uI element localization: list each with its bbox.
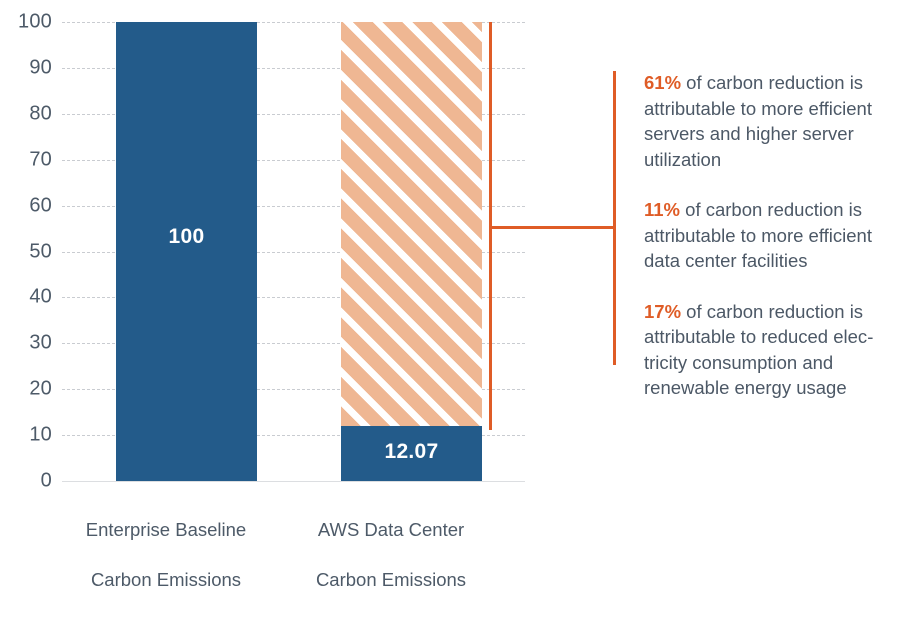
y-tick-0: 0 [40,469,52,492]
x-label-enterprise-baseline: Enterprise Baseline Carbon Emissions [46,492,286,617]
bar-value-enterprise-baseline: 100 [168,225,205,248]
gridline-50 [62,251,525,253]
gridline-20 [62,389,525,391]
gridline-80 [62,113,525,115]
x-label-aws-data-center-line2: Carbon Emissions [315,569,467,590]
y-tick-30: 30 [29,331,52,354]
bar-aws-data-center[interactable]: 12.07 [341,425,482,481]
x-axis-labels: Enterprise Baseline Carbon Emissions AWS… [0,492,919,590]
gridline-60 [62,205,525,207]
bar-value-aws-data-center: 12.07 [384,439,439,463]
y-tick-20: 20 [29,377,52,400]
gridline-90 [62,67,525,69]
gridline-70 [62,159,525,161]
gridline-40 [62,297,525,299]
y-tick-90: 90 [29,56,52,79]
x-label-aws-data-center: AWS Data Center Carbon Emissions [271,492,511,617]
x-label-enterprise-baseline-line2: Carbon Emissions [90,569,242,590]
callout-notes: 61% of carbon reduction is attributable … [644,70,906,401]
y-axis-labels: 100 90 80 70 60 50 40 30 20 10 0 [0,11,52,492]
callout-bracket-right [613,71,616,365]
y-tick-70: 70 [29,148,52,171]
callout-note-2-text: of carbon reduction is attributable to m… [644,199,872,271]
bar-enterprise-baseline[interactable]: 100 [116,22,257,481]
callout-note-3-text: of carbon reduction is attributable to r… [644,300,874,399]
callout-note-2: 11% of carbon reduction is attributable … [644,197,906,274]
y-tick-40: 40 [29,285,52,308]
x-label-enterprise-baseline-line1: Enterprise Baseline [85,519,247,540]
bar-aws-carbon-reduction-hatched[interactable] [341,22,482,426]
callout-note-1-text: of carbon reduction is attributable to m… [644,72,872,170]
callout-note-2-percent: 11% [644,199,681,220]
x-label-aws-data-center-line1: AWS Data Center [317,519,465,540]
callout-note-1-percent: 61% [644,72,682,93]
y-tick-60: 60 [29,194,52,217]
y-tick-80: 80 [29,102,52,125]
gridline-100 [62,22,525,23]
y-tick-10: 10 [29,423,52,446]
callout-note-1: 61% of carbon reduction is attributable … [644,70,906,172]
gridline-10 [62,435,525,437]
gridline-30 [62,343,525,345]
carbon-emissions-bar-chart: 100 90 80 70 60 50 40 30 20 10 0 100 12. [0,11,919,591]
callout-note-3: 17% of carbon reduction is attributable … [644,299,906,401]
gridline-0 [62,481,525,482]
callout-connector-line [489,226,616,229]
y-tick-100: 100 [18,10,52,33]
plot-area: 100 12.07 [62,22,525,482]
callout-note-3-percent: 17% [644,300,682,322]
y-tick-50: 50 [29,240,52,262]
